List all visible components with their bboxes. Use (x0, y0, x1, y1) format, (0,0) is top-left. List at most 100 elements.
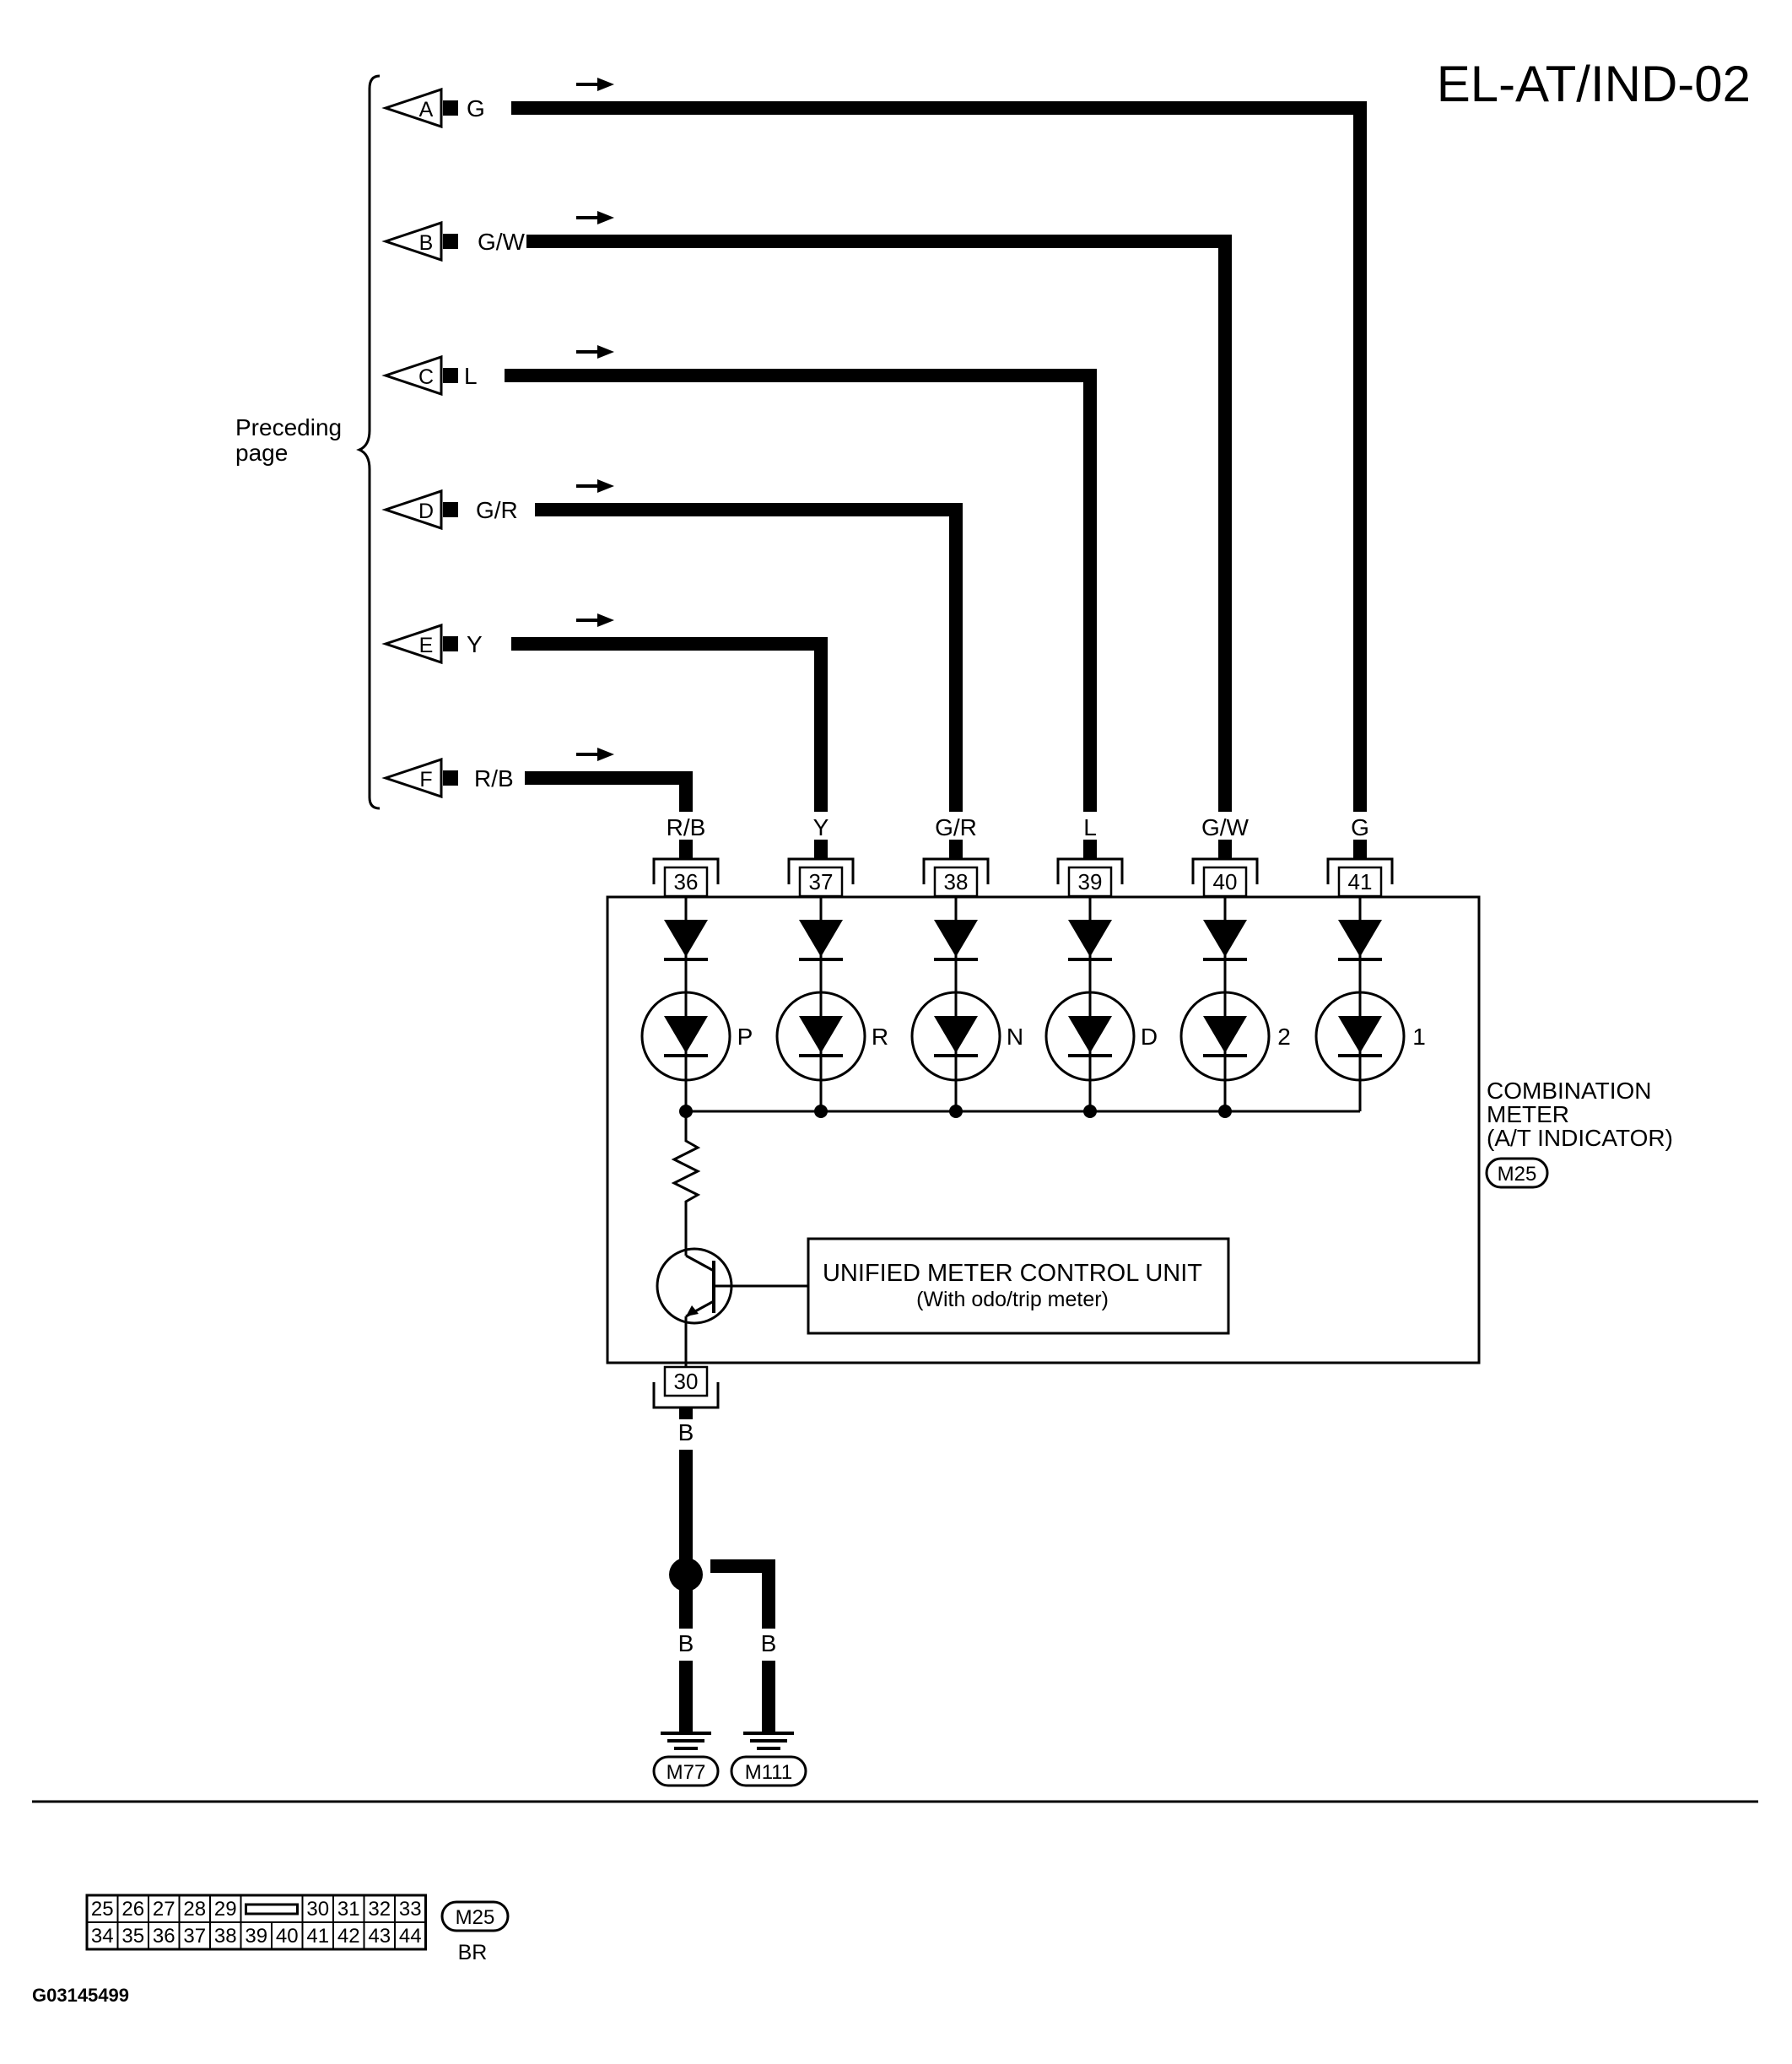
ground-symbol-left (661, 1732, 711, 1750)
arrow-right-icon (576, 211, 614, 224)
ground-wire-left-label: B (678, 1630, 694, 1656)
connector-cavity: 26 (121, 1898, 144, 1921)
wire-l (505, 369, 1097, 812)
ground-code-left-badge (652, 1755, 720, 1787)
control-unit-label: UNIFIED METER CONTROL UNIT (823, 1260, 1202, 1287)
connector-cavity: 32 (368, 1898, 391, 1921)
connector-d: D G/R (381, 489, 518, 531)
pin-number: 39 (1078, 869, 1103, 894)
meter-code-badge (1485, 1157, 1549, 1189)
arrow-right-icon (576, 479, 614, 493)
connector-code-badge (440, 1900, 510, 1932)
connector-letter: A (419, 98, 434, 122)
pin-wire-label: R/B (667, 814, 706, 840)
connector-cavity: 34 (91, 1925, 114, 1948)
connector-letter: E (419, 634, 434, 657)
preceding-page-label-line1: Preceding (235, 414, 342, 440)
pin-number: 37 (809, 869, 834, 894)
pin-36: R/B 36 (652, 813, 720, 898)
ground-code-right: M111 (745, 1761, 792, 1784)
connector-cavity: 27 (153, 1898, 175, 1921)
control-unit-sublabel: (With odo/trip meter) (916, 1288, 1109, 1311)
control-unit-box (807, 1237, 1230, 1335)
connector-wire-label: G/R (476, 497, 518, 523)
wire-g (511, 101, 1367, 812)
pin-40: G/W 40 (1191, 813, 1259, 898)
ground-code-right-badge (730, 1755, 807, 1787)
connector-latch (245, 1903, 299, 1915)
pin-number: 36 (674, 869, 699, 894)
connector-cavity: 30 (306, 1898, 329, 1921)
connector-cavity: 42 (337, 1925, 360, 1948)
pin-41: G41 (1326, 813, 1394, 898)
arrow-right-icon (576, 78, 614, 91)
pin-37: Y37 (787, 813, 855, 898)
led-label: 2 (1277, 1024, 1291, 1050)
pin-number: 40 (1213, 869, 1238, 894)
led-1: 1 (1314, 896, 1426, 1111)
meter-code: M25 (1498, 1163, 1537, 1186)
ground-splice (669, 1558, 703, 1591)
connector-wire-label: L (464, 363, 478, 389)
meter-label-line3: (A/T INDICATOR) (1487, 1125, 1673, 1151)
led-label: P (737, 1024, 753, 1050)
led-label: N (1007, 1024, 1023, 1050)
ground-pin-30: 30 (652, 1365, 720, 1409)
connector-wire-label: R/B (474, 765, 514, 792)
connector-letter: F (419, 768, 432, 792)
bus-junctions (679, 1105, 1232, 1118)
preceding-page-label-line2: page (235, 440, 288, 466)
connector-cavity: 25 (91, 1898, 114, 1921)
pin-group: R/B 36 Y37 G/R 38 L39 G/W 40 G41 (652, 813, 1394, 898)
connector-f: F R/B (381, 757, 514, 799)
pin-wire-label: G/W (1201, 814, 1250, 840)
led-label: D (1141, 1024, 1158, 1050)
diagram-title: EL-AT/IND-02 (1437, 56, 1751, 112)
wire-group (505, 78, 1367, 812)
connector-cavity: 31 (337, 1898, 360, 1921)
preceding-page-brace (356, 74, 381, 810)
connector-cavity: 37 (183, 1925, 206, 1948)
ground-code-left: M77 (667, 1761, 706, 1784)
connector-cavity: 35 (121, 1925, 144, 1948)
pin-number: 41 (1348, 869, 1373, 894)
led-label: 1 (1412, 1024, 1426, 1050)
connector-wire-label: G (467, 95, 485, 122)
led-d: D (1044, 896, 1158, 1111)
meter-label-line1: COMBINATION (1487, 1078, 1651, 1104)
junction-dot (949, 1105, 963, 1118)
ground-pin-number: 30 (674, 1369, 699, 1394)
meter-label-line2: METER (1487, 1101, 1569, 1127)
pin-39: L39 (1056, 813, 1124, 898)
combination-meter-box (606, 895, 1481, 1364)
connector-color: BR (458, 1941, 488, 1964)
connector-letter: B (419, 231, 434, 255)
connector-code: M25 (456, 1906, 495, 1929)
led-n: N (910, 896, 1023, 1111)
ground-wire-main-label: B (678, 1419, 694, 1445)
connector-b: B G/W (381, 220, 526, 262)
pin-38: G/R 38 (922, 813, 990, 898)
connector-wire-label: G/W (478, 229, 526, 255)
figure-id: G03145499 (32, 1985, 129, 2006)
led-r: R (775, 896, 888, 1111)
resistor-symbol (671, 1111, 701, 1240)
connector-cavity: 40 (276, 1925, 299, 1948)
wire-y (511, 637, 828, 812)
pin-wire-label: G/R (935, 814, 977, 840)
connector-letter: D (418, 500, 434, 523)
arrow-right-icon (576, 345, 614, 359)
connector-cavity: 41 (306, 1925, 329, 1948)
pin-number: 38 (944, 869, 969, 894)
connector-cavity: 43 (368, 1925, 391, 1948)
connector-cavity: 36 (153, 1925, 175, 1948)
connector-cavity: 29 (214, 1898, 237, 1921)
ground-wire-branch (710, 1559, 775, 1629)
